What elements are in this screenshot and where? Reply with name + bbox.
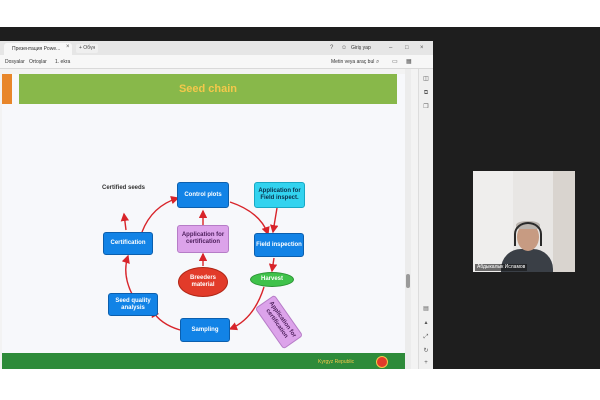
arrow-application-to-field	[270, 207, 279, 234]
arrow-field-to-harvest	[268, 257, 278, 273]
slide-canvas: Seed chain	[2, 74, 405, 369]
copy-icon[interactable]: ❐	[423, 104, 429, 110]
field-inspection-node: Field inspection	[254, 233, 304, 257]
participant-name: Абдыкалык Исламов	[475, 264, 528, 271]
monitor-screen: Презентация Powe... × + Обүн ? ☺ Giriş y…	[0, 27, 600, 369]
slide-accent-bar	[2, 74, 12, 104]
emblem-icon	[376, 356, 388, 368]
rotate-icon[interactable]: ↻	[423, 348, 429, 354]
headset-icon	[514, 222, 542, 246]
arrow-to-certified-seeds	[120, 212, 130, 231]
tab-bar: Презентация Powe... × + Обүн ? ☺ Giriş y…	[0, 41, 433, 55]
vertical-scrollbar[interactable]	[405, 69, 411, 369]
breeders-material-node: Breeders material	[178, 267, 228, 297]
page-icon[interactable]: ▤	[423, 306, 429, 312]
sampling-node: Sampling	[180, 318, 230, 342]
menu-item-2[interactable]: 1. ekra	[55, 59, 71, 65]
zoom-in-icon[interactable]: +	[424, 360, 428, 366]
arrow-control-to-field	[229, 201, 270, 236]
webcam-tile: Абдыкалык Исламов	[473, 171, 575, 272]
close-window-icon[interactable]: ×	[420, 45, 424, 51]
maximize-icon[interactable]: □	[405, 45, 409, 51]
arrow-seedquality-to-certification	[121, 254, 133, 295]
present-icon[interactable]: ▭	[392, 59, 398, 65]
seed-quality-node: Seed quality analysis	[108, 293, 158, 316]
browser-window: Презентация Powe... × + Обүн ? ☺ Giriş y…	[0, 41, 433, 369]
menu-item-1[interactable]: Ortoşlar	[29, 59, 47, 65]
search-icon[interactable]: ⌕	[376, 59, 380, 65]
profile-icon[interactable]: ☺	[341, 45, 348, 51]
minimize-icon[interactable]: –	[389, 45, 393, 51]
view-icon[interactable]: ▦	[406, 59, 412, 65]
slide-header: Seed chain	[19, 74, 397, 104]
menu-item-0[interactable]: Dosyalar	[5, 59, 25, 65]
arrow-certification-to-control	[141, 196, 180, 233]
help-icon[interactable]: ?	[330, 45, 334, 51]
panel-icon[interactable]: ◫	[423, 76, 429, 82]
slide-footer: Kyrgyz Republic	[2, 353, 405, 369]
harvest-node: Harvest	[250, 272, 294, 287]
arrow-harvest-to-sampling	[228, 286, 265, 331]
slide-title: Seed chain	[178, 83, 238, 95]
layers-icon[interactable]: ⧉	[423, 90, 429, 96]
tab-presentation[interactable]: Презентация Powe...	[4, 43, 72, 55]
certified-seeds-label: Certified seeds	[102, 185, 146, 191]
tab-title: Презентация Powe...	[12, 46, 61, 52]
close-icon[interactable]: ×	[66, 44, 70, 50]
signin-link[interactable]: Giriş yap	[351, 45, 371, 51]
application-field-node: Application for Field inspect.	[254, 182, 305, 208]
fit-icon[interactable]: ⤢	[423, 334, 429, 340]
certification-node: Certification	[103, 232, 153, 255]
webcam-wall	[553, 171, 575, 272]
app-toolbar: Dosyalar Ortoşlar 1. ekra Metin veya ara…	[0, 55, 433, 69]
footer-text: Kyrgyz Republic	[318, 359, 355, 365]
application-cert-center-node: Application for certification	[177, 225, 229, 253]
new-tab-button[interactable]: + Обүн	[76, 44, 99, 53]
scrollbar-thumb[interactable]	[406, 274, 410, 288]
up-icon[interactable]: ▴	[424, 320, 428, 326]
right-sidebar: ◫ ⧉ ❐ ▤ ▴ ⤢ ↻ +	[418, 69, 433, 369]
control-plots-node: Control plots	[177, 182, 229, 208]
search-input[interactable]: Metin veya araç bul	[331, 59, 375, 65]
